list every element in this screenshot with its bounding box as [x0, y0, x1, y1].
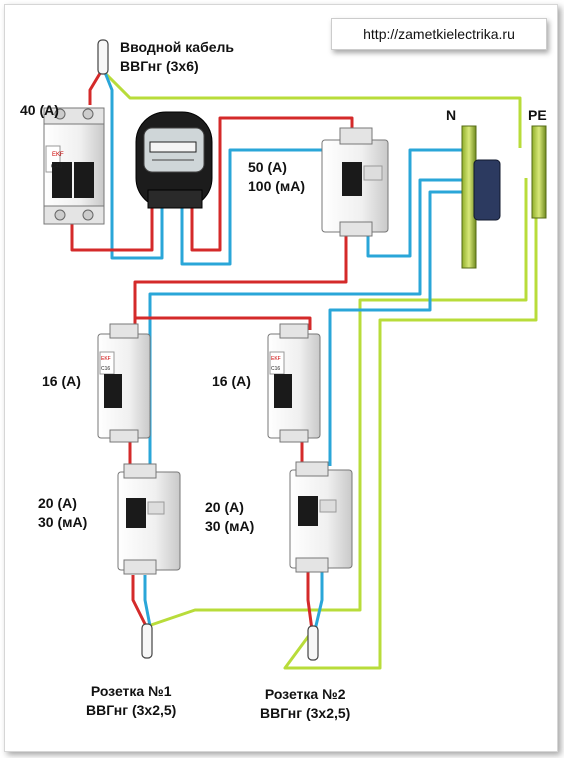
main-rcd-label: 50 (А) 100 (мА) [248, 158, 305, 196]
main-breaker-rating: C40 [51, 164, 63, 170]
neutral-wire-input [102, 69, 164, 260]
breaker-1-rating: C16 [101, 366, 110, 372]
socket-1-label: Розетка №1 ВВГнг (3х2,5) [86, 682, 176, 720]
ground-wire-input [102, 70, 522, 148]
socket-1-cable-icon [141, 623, 153, 659]
socket-2-cable-icon [307, 625, 319, 661]
neutral-bus-label: N [446, 107, 457, 123]
rcd-1-label-line2: 30 (мА) [38, 514, 88, 530]
socket-2-label-line2: ВВГнг (3х2,5) [260, 705, 351, 721]
rcd-1-label: 20 (А) 30 (мА) [38, 494, 87, 532]
input-cable-icon [97, 39, 109, 75]
phase-wire-input [88, 69, 104, 105]
neutral-wire-rcd2-out [313, 572, 324, 631]
main-breaker: EKF C40 [43, 107, 105, 225]
main-rcd-label-line2: 100 (мА) [248, 178, 306, 194]
ground-wires [102, 70, 538, 670]
rcd-2-label: 20 (А) 30 (мА) [205, 498, 254, 536]
ground-wire-socket1 [147, 178, 528, 628]
neutral-wire-rcd1-out [143, 575, 152, 627]
electricity-meter [135, 111, 213, 209]
breaker-2-rating: C16 [271, 366, 280, 372]
main-rcd [321, 127, 389, 237]
main-breaker-label: 40 (А) [20, 102, 59, 118]
neutral-wire-bus-to-rcd2 [328, 190, 476, 466]
breaker-2: EKF C16 [267, 323, 321, 443]
neutral-bus [461, 125, 501, 269]
socket-1-label-line1: Розетка №1 [90, 683, 172, 699]
socket-2-label-line1: Розетка №2 [264, 686, 346, 702]
rcd-1-label-line1: 20 (А) [38, 495, 77, 511]
ground-wire-socket2 [283, 185, 538, 670]
phase-wire-rcd2-out [306, 572, 314, 631]
breaker-1-label: 16 (А) [42, 373, 81, 389]
neutral-wire-rcd-to-bus [366, 148, 476, 258]
main-rcd-label-line1: 50 (А) [248, 159, 287, 175]
main-breaker-brand: EKF [52, 152, 64, 158]
input-cable-label-line2: ВВГнг (3х6) [120, 58, 199, 74]
phase-wire-rcd-out [133, 232, 348, 330]
phase-wires [70, 69, 354, 631]
socket-1-label-line2: ВВГнг (3х2,5) [86, 702, 177, 718]
input-cable-label-line1: Вводной кабель [120, 39, 235, 55]
rcd-1 [117, 463, 181, 575]
ground-bus-label: PE [528, 107, 547, 123]
phase-wire-breaker-to-meter [70, 205, 154, 252]
phase-wire-bus-br2 [133, 282, 312, 330]
phase-wire-meter-out [190, 116, 354, 252]
breaker-2-label: 16 (А) [212, 373, 251, 389]
rcd-2 [289, 461, 353, 573]
source-url: http://zametkielectrika.ru [363, 26, 515, 42]
input-cable-label: Вводной кабель ВВГнг (3х6) [120, 38, 234, 76]
phase-wire-rcd1-out [131, 575, 148, 627]
breaker-1: EKF C16 [97, 323, 151, 443]
rcd-2-label-line2: 30 (мА) [205, 518, 255, 534]
rcd-2-label-line1: 20 (А) [205, 499, 244, 515]
socket-2-label: Розетка №2 ВВГнг (3х2,5) [260, 685, 350, 723]
breaker-1-brand: EKF [101, 356, 111, 362]
source-url-box: http://zametkielectrika.ru [331, 18, 547, 50]
ground-bus [531, 125, 547, 219]
breaker-2-brand: EKF [271, 356, 281, 362]
